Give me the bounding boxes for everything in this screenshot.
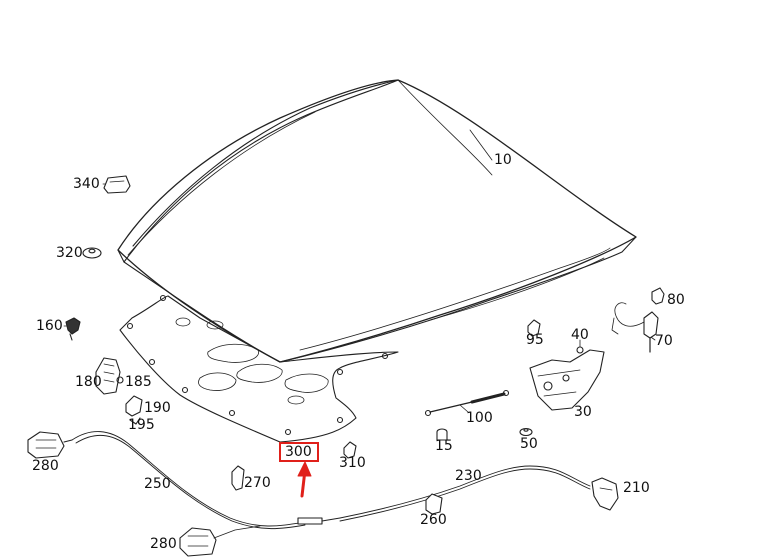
part-70-sensor: [611, 302, 659, 353]
part-160-clip: [65, 317, 81, 341]
part-260-clip: [425, 493, 443, 515]
label-190: 190: [144, 400, 171, 416]
label-70: 70: [655, 333, 673, 349]
part-320-washer: [82, 247, 102, 259]
part-210-handle: [591, 477, 619, 511]
part-280-latch-right: [179, 525, 261, 557]
highlight-arrow: [297, 461, 312, 498]
part-180-bracket: [95, 357, 124, 395]
label-160: 160: [36, 318, 63, 334]
label-40: 40: [571, 327, 589, 343]
part-40-bolt: [576, 346, 584, 354]
part-95-clip: [527, 319, 541, 337]
label-10: 10: [494, 152, 512, 168]
insulation-mat: [119, 294, 399, 443]
hood-panel: [117, 79, 637, 363]
label-230: 230: [455, 468, 482, 484]
label-270: 270: [244, 475, 271, 491]
part-50-washer: [519, 427, 533, 437]
part-80-bolt: [651, 287, 665, 305]
label-185: 185: [125, 374, 152, 390]
label-300: 300: [285, 444, 312, 460]
label-340: 340: [73, 176, 100, 192]
cable-connector: [297, 517, 341, 525]
label-250: 250: [144, 476, 171, 492]
part-280-latch-left: [27, 431, 73, 459]
part-15-buffer: [436, 428, 448, 441]
label-195: 195: [128, 417, 155, 433]
label-100: 100: [466, 410, 493, 426]
part-100-strut: [424, 389, 510, 417]
label-280-top: 280: [32, 458, 59, 474]
label-260: 260: [420, 512, 447, 528]
highlight-box-300: [279, 442, 319, 462]
label-30: 30: [574, 404, 592, 420]
label-310: 310: [339, 455, 366, 471]
cable-250: [71, 431, 306, 530]
label-95: 95: [526, 332, 544, 348]
cable-230: [339, 465, 591, 522]
part-310-clip: [343, 441, 357, 459]
label-320: 320: [56, 245, 83, 261]
label-210: 210: [623, 480, 650, 496]
part-190-bolt: [125, 395, 143, 425]
part-340-bumper: [103, 175, 131, 194]
label-50: 50: [520, 436, 538, 452]
part-270-clip: [231, 465, 245, 491]
part-30-hinge: [529, 349, 605, 411]
label-15: 15: [435, 438, 453, 454]
label-80: 80: [667, 292, 685, 308]
label-280-bottom: 280: [150, 536, 177, 552]
label-180: 180: [75, 374, 102, 390]
